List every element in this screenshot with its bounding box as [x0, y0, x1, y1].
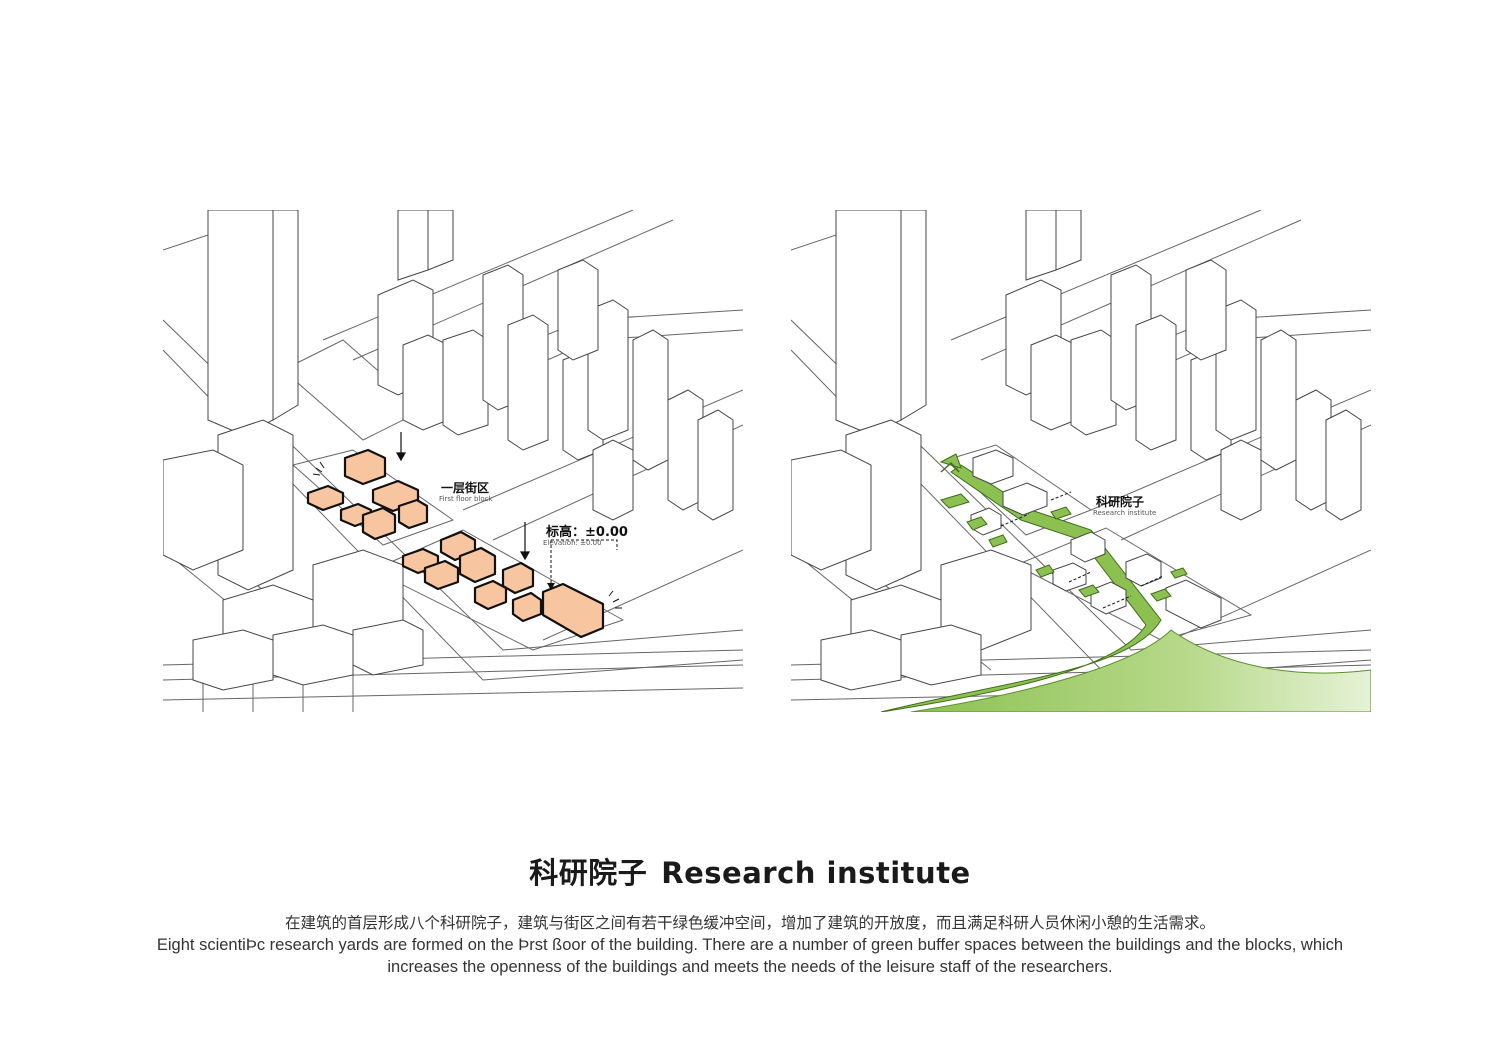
- description-en-line-1: Eight scientiÞc research yards are forme…: [156, 936, 1344, 954]
- label-research-institute-cn: 科研院子: [1096, 495, 1145, 509]
- label-research-institute-en: Research institute: [1093, 509, 1157, 517]
- ground-floor-drawing: [163, 210, 743, 712]
- page-title: 科研院子 Research institute: [0, 850, 1500, 892]
- label-elevation-cn: 标高：±0.00: [546, 525, 628, 540]
- label-first-floor-block-cn: 一层街区: [441, 481, 490, 495]
- label-elevation-en: Elevation: ±0.00: [543, 539, 602, 547]
- axonometric-diagram-research-yards: 科研院子 Research institute: [791, 210, 1371, 712]
- axonometric-diagram-ground-floor: 一层街区 First floor block 标高：±0.00 Elevatio…: [163, 210, 743, 712]
- title-en: Research institute: [661, 856, 971, 890]
- label-first-floor-block-en: First floor block: [439, 495, 493, 503]
- research-yards-drawing: [791, 210, 1371, 712]
- title-cn: 科研院子: [529, 856, 648, 890]
- description-cn: 在建筑的首层形成八个科研院子，建筑与街区之间有若干绿色缓冲空间，增加了建筑的开放…: [284, 914, 1215, 932]
- description: 在建筑的首层形成八个科研院子，建筑与街区之间有若干绿色缓冲空间，增加了建筑的开放…: [90, 912, 1410, 978]
- description-en-line-2: increases the openness of the buildings …: [387, 958, 1113, 976]
